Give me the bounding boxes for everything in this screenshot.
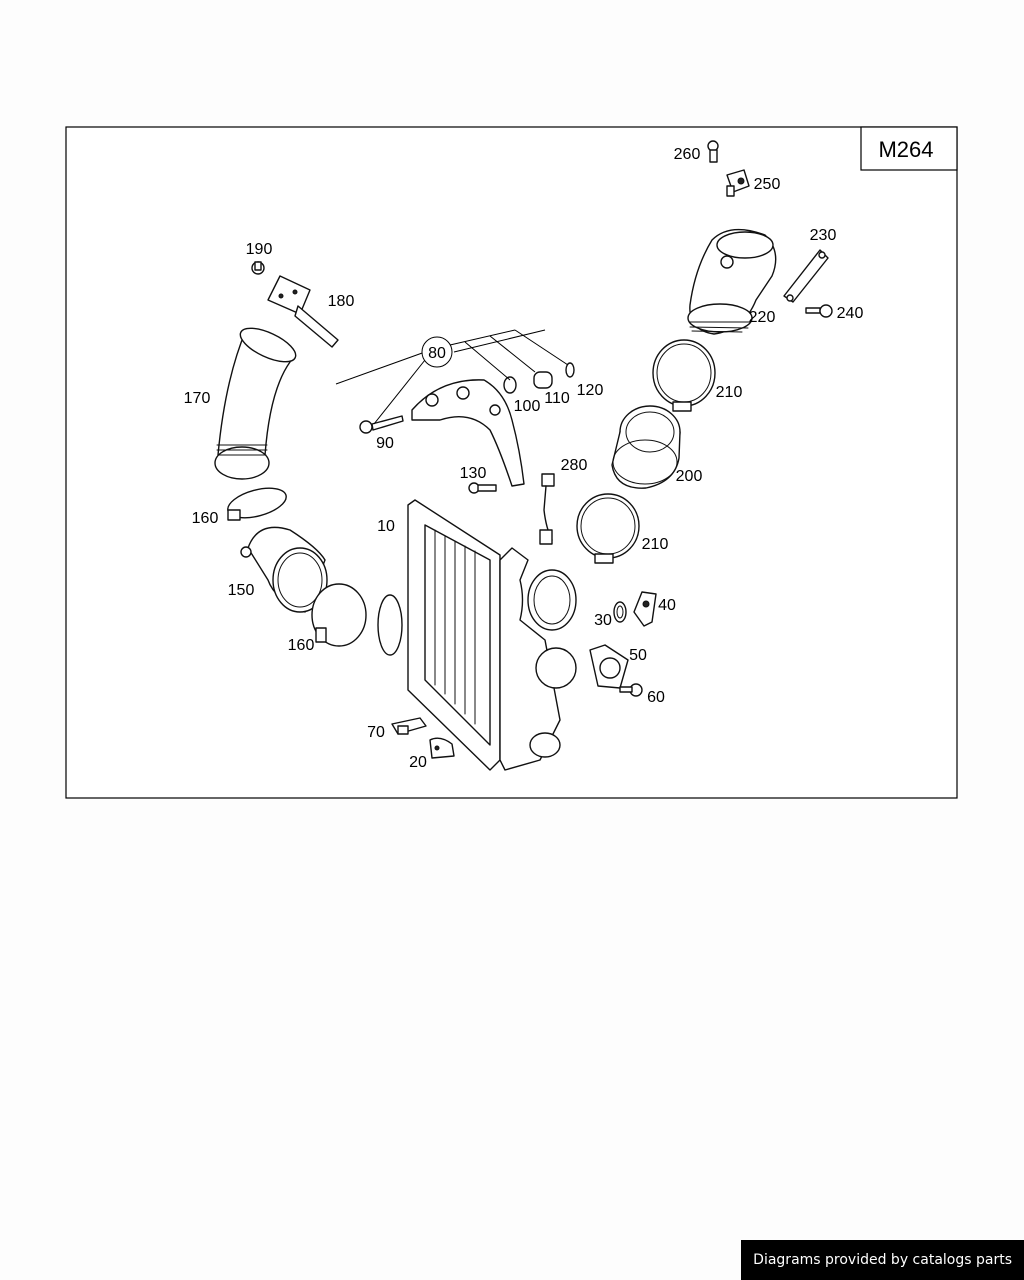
callout-190[interactable]: 190 <box>246 241 273 258</box>
callout-200[interactable]: 200 <box>676 468 703 485</box>
part-230-bracket[interactable] <box>783 249 829 303</box>
part-260-bolt[interactable] <box>707 140 719 163</box>
part-150-hose[interactable] <box>240 526 328 613</box>
callout-260[interactable]: 260 <box>674 146 701 163</box>
part-180-bracket[interactable] <box>267 275 339 348</box>
callout-130[interactable]: 130 <box>460 465 487 482</box>
part-210-clamp-lower[interactable] <box>576 493 640 564</box>
callout-50[interactable]: 50 <box>629 647 647 664</box>
part-200-hose[interactable] <box>611 405 681 489</box>
callout-220[interactable]: 220 <box>749 309 776 326</box>
part-120-washer[interactable] <box>565 362 575 378</box>
part-280-connector[interactable] <box>539 473 555 545</box>
callout-90[interactable]: 90 <box>376 435 394 452</box>
part-130-bolt[interactable] <box>468 482 497 494</box>
callout-110[interactable]: 110 <box>544 390 570 407</box>
part-250-sensor[interactable] <box>726 169 750 197</box>
callout-120[interactable]: 120 <box>577 382 604 399</box>
part-40-sensor[interactable] <box>633 591 657 627</box>
callout-160-upper[interactable]: 160 <box>192 510 219 527</box>
callout-230[interactable]: 230 <box>810 227 837 244</box>
leader-lines <box>335 329 569 425</box>
part-10-intercooler[interactable] <box>377 499 577 771</box>
part-20-holder[interactable] <box>429 737 455 759</box>
part-160-clamp-upper[interactable] <box>225 483 290 524</box>
callout-240[interactable]: 240 <box>837 305 864 322</box>
part-210-clamp-upper[interactable] <box>652 339 716 412</box>
callout-150[interactable]: 150 <box>228 582 255 599</box>
part-190-bolt[interactable] <box>251 261 265 275</box>
part-60-bolt[interactable] <box>619 683 643 697</box>
callout-210-lower[interactable]: 210 <box>642 536 669 553</box>
callout-210-upper[interactable]: 210 <box>716 384 743 401</box>
callout-30[interactable]: 30 <box>594 612 612 629</box>
part-220-intake-elbow[interactable] <box>687 228 777 335</box>
callout-280[interactable]: 280 <box>561 457 588 474</box>
callout-40[interactable]: 40 <box>658 597 676 614</box>
callout-100[interactable]: 100 <box>514 398 541 415</box>
part-240-bolt[interactable] <box>805 304 833 318</box>
callout-70[interactable]: 70 <box>367 724 385 741</box>
callout-60[interactable]: 60 <box>647 689 665 706</box>
callout-80[interactable]: 80 <box>428 345 446 362</box>
part-170-pipe[interactable] <box>214 321 300 480</box>
callout-160-lower[interactable]: 160 <box>288 637 315 654</box>
part-70-clip[interactable] <box>391 717 427 735</box>
model-code-box <box>860 126 958 171</box>
part-80-support-bracket[interactable] <box>411 379 525 487</box>
model-code: M264 <box>878 137 933 162</box>
callout-80-circle[interactable] <box>421 336 453 368</box>
part-30-o-ring[interactable] <box>613 601 627 623</box>
callout-20[interactable]: 20 <box>409 754 427 771</box>
part-110-grommet[interactable] <box>533 371 553 389</box>
callout-180[interactable]: 180 <box>328 293 355 310</box>
footer-credit: Diagrams provided by catalogs parts <box>741 1240 1024 1280</box>
part-100-bushing[interactable] <box>503 376 517 394</box>
callout-10[interactable]: 10 <box>377 518 395 535</box>
part-90-bolt[interactable] <box>359 415 404 434</box>
part-160-clamp-lower[interactable] <box>311 583 367 647</box>
callout-250[interactable]: 250 <box>754 176 781 193</box>
callout-170[interactable]: 170 <box>184 390 211 407</box>
part-50-valve[interactable] <box>589 644 629 689</box>
